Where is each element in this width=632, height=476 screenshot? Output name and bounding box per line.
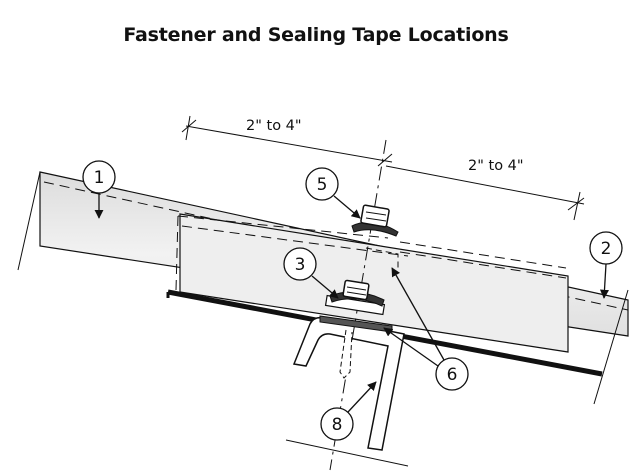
dim-lower-ext [573, 191, 581, 221]
lower-panel-hidden-top [177, 215, 389, 239]
callout-3-label: 3 [295, 255, 306, 275]
dim-lower-tick [567, 197, 585, 211]
purlin-body [292, 316, 405, 451]
dim-upper-tick-r [377, 153, 393, 167]
callout-3: 3 [283, 247, 339, 299]
dim-lower-label: 2" to 4" [468, 158, 524, 174]
callout-1: 1 [82, 160, 116, 219]
dim-upper-label: 2" to 4" [246, 118, 302, 134]
right-break-line [593, 289, 629, 405]
callout-6-label: 6 [447, 365, 458, 385]
callout-5-label: 5 [317, 175, 328, 195]
lower-panel-hidden-left [175, 215, 179, 291]
callout-6: 6 [383, 267, 469, 391]
lower-panel-hidden-3 [399, 241, 567, 269]
callout-2-label: 2 [601, 239, 612, 259]
dim-upper-ext [185, 115, 191, 141]
lower-fastener [324, 279, 386, 379]
callout-8-label: 8 [332, 415, 343, 435]
lower-panel-hidden-4 [399, 251, 567, 279]
callout-2: 2 [589, 231, 623, 299]
dim-upper-tick-l [181, 119, 197, 133]
dim-lower-line [385, 165, 585, 205]
lower-panel-hidden-2 [181, 225, 409, 257]
upper-panel-break [17, 171, 41, 271]
upper-fastener [351, 204, 399, 237]
lower-panel [179, 213, 569, 353]
sealing-tape-hidden [365, 247, 399, 268]
callout-1-label: 1 [94, 168, 105, 188]
dim-upper-line [185, 125, 393, 163]
upper-panel-break-2 [18, 246, 40, 270]
bottom-dim-line [285, 439, 409, 467]
diagram-title: Fastener and Sealing Tape Locations [123, 24, 509, 46]
callout-8: 8 [320, 381, 377, 441]
callout-5: 5 [305, 167, 361, 219]
